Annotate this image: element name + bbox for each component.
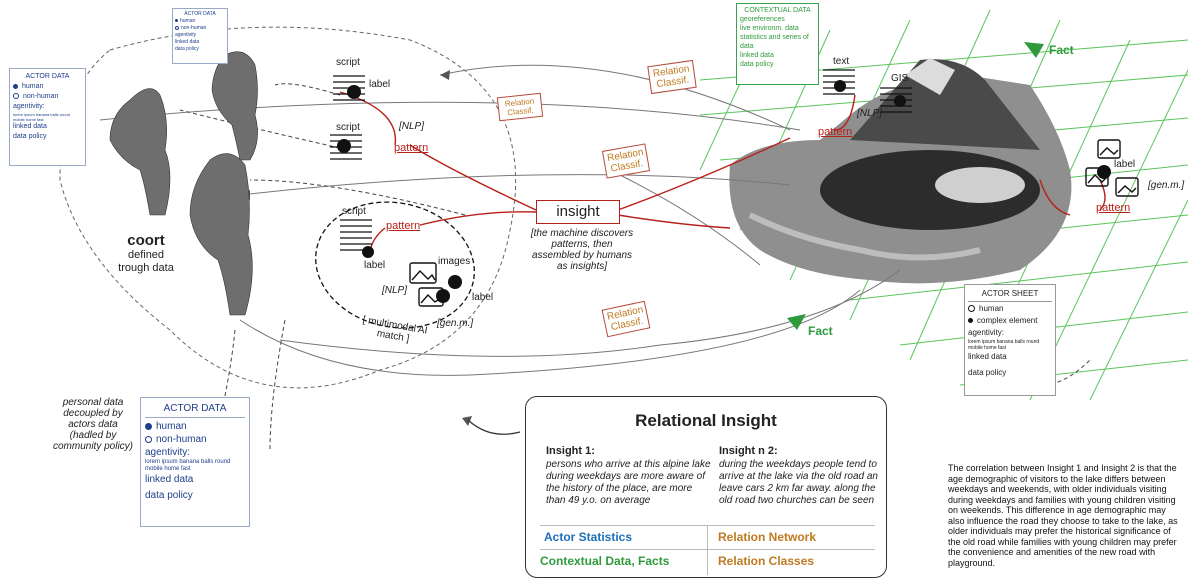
actor-sheet-policy: data policy	[968, 368, 1007, 377]
fact-label-2: Fact	[808, 324, 833, 338]
contextual-item: linked data	[740, 52, 774, 59]
actor-bottom-title: ACTOR DATA	[163, 403, 227, 414]
actor-left-policy: data policy	[13, 133, 47, 140]
label-text-3: label	[472, 292, 494, 303]
contextual-title: CONTEXTUAL DATA	[744, 7, 811, 14]
actor-left-agentivity: agentivity:	[13, 103, 45, 110]
actor-bottom-policy: data policy	[145, 490, 193, 501]
category-actor-statistics: Actor Statistics	[544, 530, 633, 544]
actor-group-outline	[59, 26, 517, 389]
actor-small-agentivity: agentivity	[175, 32, 197, 38]
actor-left-nonhuman: non-human	[23, 93, 59, 100]
category-contextual-data: Contextual Data, Facts	[540, 554, 670, 568]
relation-classif-box: Relation Classif.	[496, 92, 544, 122]
actor-bottom-nonhuman: non-human	[156, 434, 207, 445]
relational-insight-panel: Relational Insight Insight 1: persons wh…	[525, 396, 887, 578]
genm-label-2: [gen.m.]	[1148, 180, 1185, 191]
coort-block: coort defined trough data	[112, 232, 180, 275]
actor-left-linked: linked data	[13, 123, 47, 130]
script-label-1: script	[336, 57, 360, 68]
actor-sheet: ACTOR SHEET human complex element agenti…	[964, 284, 1056, 396]
category-relation-classes: Relation Classes	[718, 554, 815, 568]
label-text-2: label	[364, 260, 386, 271]
actor-small-linked: linked data	[175, 39, 200, 45]
fact-label-1: Fact	[1049, 43, 1074, 57]
category-relation-network: Relation Network	[718, 530, 817, 544]
actor-sheet-human: human	[979, 304, 1004, 313]
actor-small-human: human	[180, 18, 196, 24]
nlp-label-3: [NLP]	[857, 108, 883, 119]
actor-left-title: ACTOR DATA	[25, 73, 70, 80]
actor-sheet-linked: linked data	[968, 352, 1007, 361]
nlp-label-2: [NLP]	[382, 285, 408, 296]
actor-sheet-lorem: lorem ipsum banana balls round mobile ho…	[968, 339, 1040, 351]
actor-sheet-agentivity: agentivity:	[968, 328, 1005, 337]
coort-subtitle: defined trough data	[118, 249, 174, 274]
insight2-text: during the weekdays people tend to arriv…	[719, 459, 878, 506]
contextual-item: data policy	[740, 61, 774, 68]
text-label: text	[833, 56, 850, 67]
actor-bottom-agentivity: agentivity:	[145, 447, 191, 458]
actor-bottom-lorem: lorem ipsum banana balls round mobile ho…	[145, 459, 231, 472]
divider	[540, 549, 875, 550]
insight1-text: persons who arrive at this alpine lake d…	[546, 459, 711, 506]
correlation-text: The correlation between Insight 1 and In…	[948, 463, 1178, 568]
actor-left-lorem: lorem ipsum banana balls round mobile ho…	[13, 112, 70, 122]
divider	[707, 525, 708, 575]
insight-caption: [the machine discovers patterns, then as…	[530, 228, 634, 272]
contextual-data: CONTEXTUAL DATA georeferences live envir…	[736, 3, 819, 85]
actor-small-policy: data policy	[175, 46, 199, 52]
coort-title: coort	[127, 232, 165, 249]
label-text-4: label	[1114, 159, 1136, 170]
actor-bottom-linked: linked data	[145, 474, 194, 485]
insight-box: insight	[536, 200, 620, 224]
actor-bottom-human: human	[156, 421, 187, 432]
relational-title: Relational Insight	[635, 411, 777, 430]
pattern-label-1: pattern	[394, 142, 429, 154]
actor-data-left: ACTOR DATA human non-human agentivity: l…	[9, 68, 86, 166]
contextual-item: statistics and series of data	[740, 34, 809, 50]
contextual-item: live environm. data	[740, 25, 799, 32]
actor-data-small: ACTOR DATA human non-human agentivity li…	[172, 8, 228, 64]
actor-sheet-complex: complex element	[977, 316, 1038, 325]
pattern-label-2: pattern	[386, 220, 421, 232]
gis-label: GIS	[891, 73, 909, 84]
lake-landscape-image	[729, 58, 1072, 284]
pattern-label-3: pattern	[818, 126, 853, 138]
actor-data-bottom: ACTOR DATA human non-human agentivity: l…	[140, 397, 250, 527]
insight2-heading: Insight n 2:	[719, 445, 778, 457]
actor-small-title: ACTOR DATA	[184, 11, 216, 17]
nlp-label-1: [NLP]	[399, 121, 425, 132]
image-icons	[409, 139, 1139, 307]
actor-left-human: human	[22, 83, 44, 90]
multimodal-outline	[315, 201, 475, 329]
label-text-1: label	[369, 79, 391, 90]
pattern-label-4: pattern	[1096, 202, 1131, 214]
script-label-3: script	[342, 206, 366, 217]
genm-label-1: [gen.m.]	[437, 318, 474, 329]
actor-small-nonhuman: non-human	[181, 25, 207, 31]
script-label-2: script	[336, 122, 360, 133]
actor-sheet-title: ACTOR SHEET	[981, 289, 1039, 298]
satyr-figures	[109, 51, 258, 316]
personal-data-note: personal data decoupled by actors data (…	[52, 397, 134, 452]
contextual-item: georeferences	[740, 16, 785, 23]
images-label: images	[438, 256, 471, 267]
insight1-heading: Insight 1:	[546, 445, 595, 457]
